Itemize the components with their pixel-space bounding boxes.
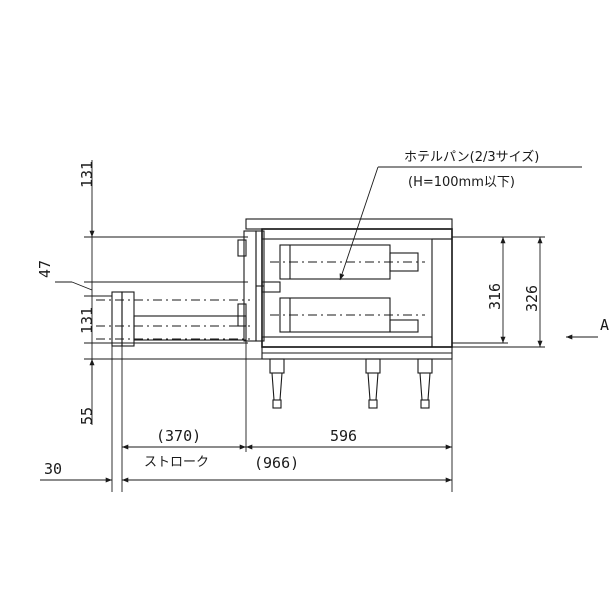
upper-drawer xyxy=(270,244,425,280)
stroke-label: ストローク xyxy=(144,455,209,470)
hotel-pan-spec: (H=100mm以下) xyxy=(408,175,515,190)
left-dimension-lines xyxy=(55,160,270,425)
hotel-pan-leader xyxy=(339,166,582,281)
dim-gap-47: 47 xyxy=(36,260,54,278)
dim-right-326: 326 xyxy=(523,285,541,312)
dim-mid-131: 131 xyxy=(78,307,96,334)
leg-left xyxy=(269,358,285,409)
legs xyxy=(269,358,433,409)
view-arrow-label: A xyxy=(600,316,609,334)
dim-offset-30: 30 xyxy=(44,460,62,478)
leg-middle xyxy=(365,358,381,409)
dim-right-316: 316 xyxy=(486,283,504,310)
dim-total-966: (966) xyxy=(254,454,299,472)
dim-body-596: 596 xyxy=(330,427,357,445)
bottom-dimension-lines xyxy=(40,340,453,492)
right-dimension-lines xyxy=(452,236,545,348)
dim-top-131: 131 xyxy=(78,161,96,188)
lower-drawer xyxy=(270,297,425,333)
dim-stroke-370: (370) xyxy=(156,427,201,445)
dim-bottom-55: 55 xyxy=(78,407,96,425)
cabinet-body xyxy=(245,218,453,360)
drawer-fronts xyxy=(237,230,265,342)
leg-right xyxy=(417,358,433,409)
extended-drawer xyxy=(96,291,250,347)
hotel-pan-label: ホテルパン(2/3サイズ) xyxy=(404,149,539,165)
